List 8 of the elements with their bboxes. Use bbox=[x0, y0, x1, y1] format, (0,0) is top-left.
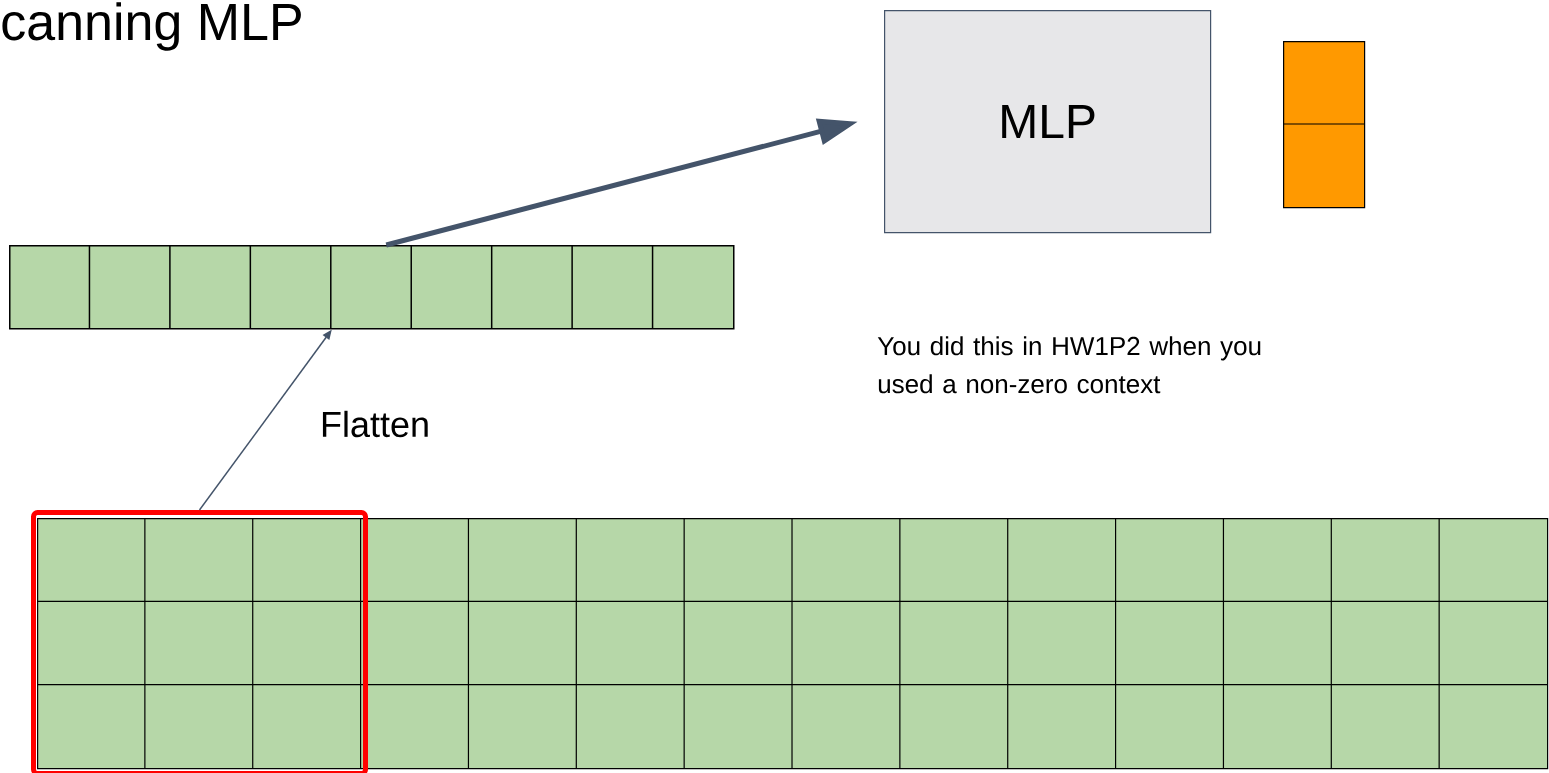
scan-window bbox=[31, 510, 368, 773]
flattened-vector bbox=[9, 244, 735, 330]
edge-label: Flatten bbox=[322, 410, 428, 438]
input-grid bbox=[36, 517, 1549, 770]
note: You did this in HW1P2 when you used a non-zero context bbox=[877, 336, 1261, 394]
title: canning MLP bbox=[2, 2, 301, 51]
output-vector bbox=[1282, 41, 1366, 209]
mlp-box: MLP bbox=[884, 10, 1212, 234]
